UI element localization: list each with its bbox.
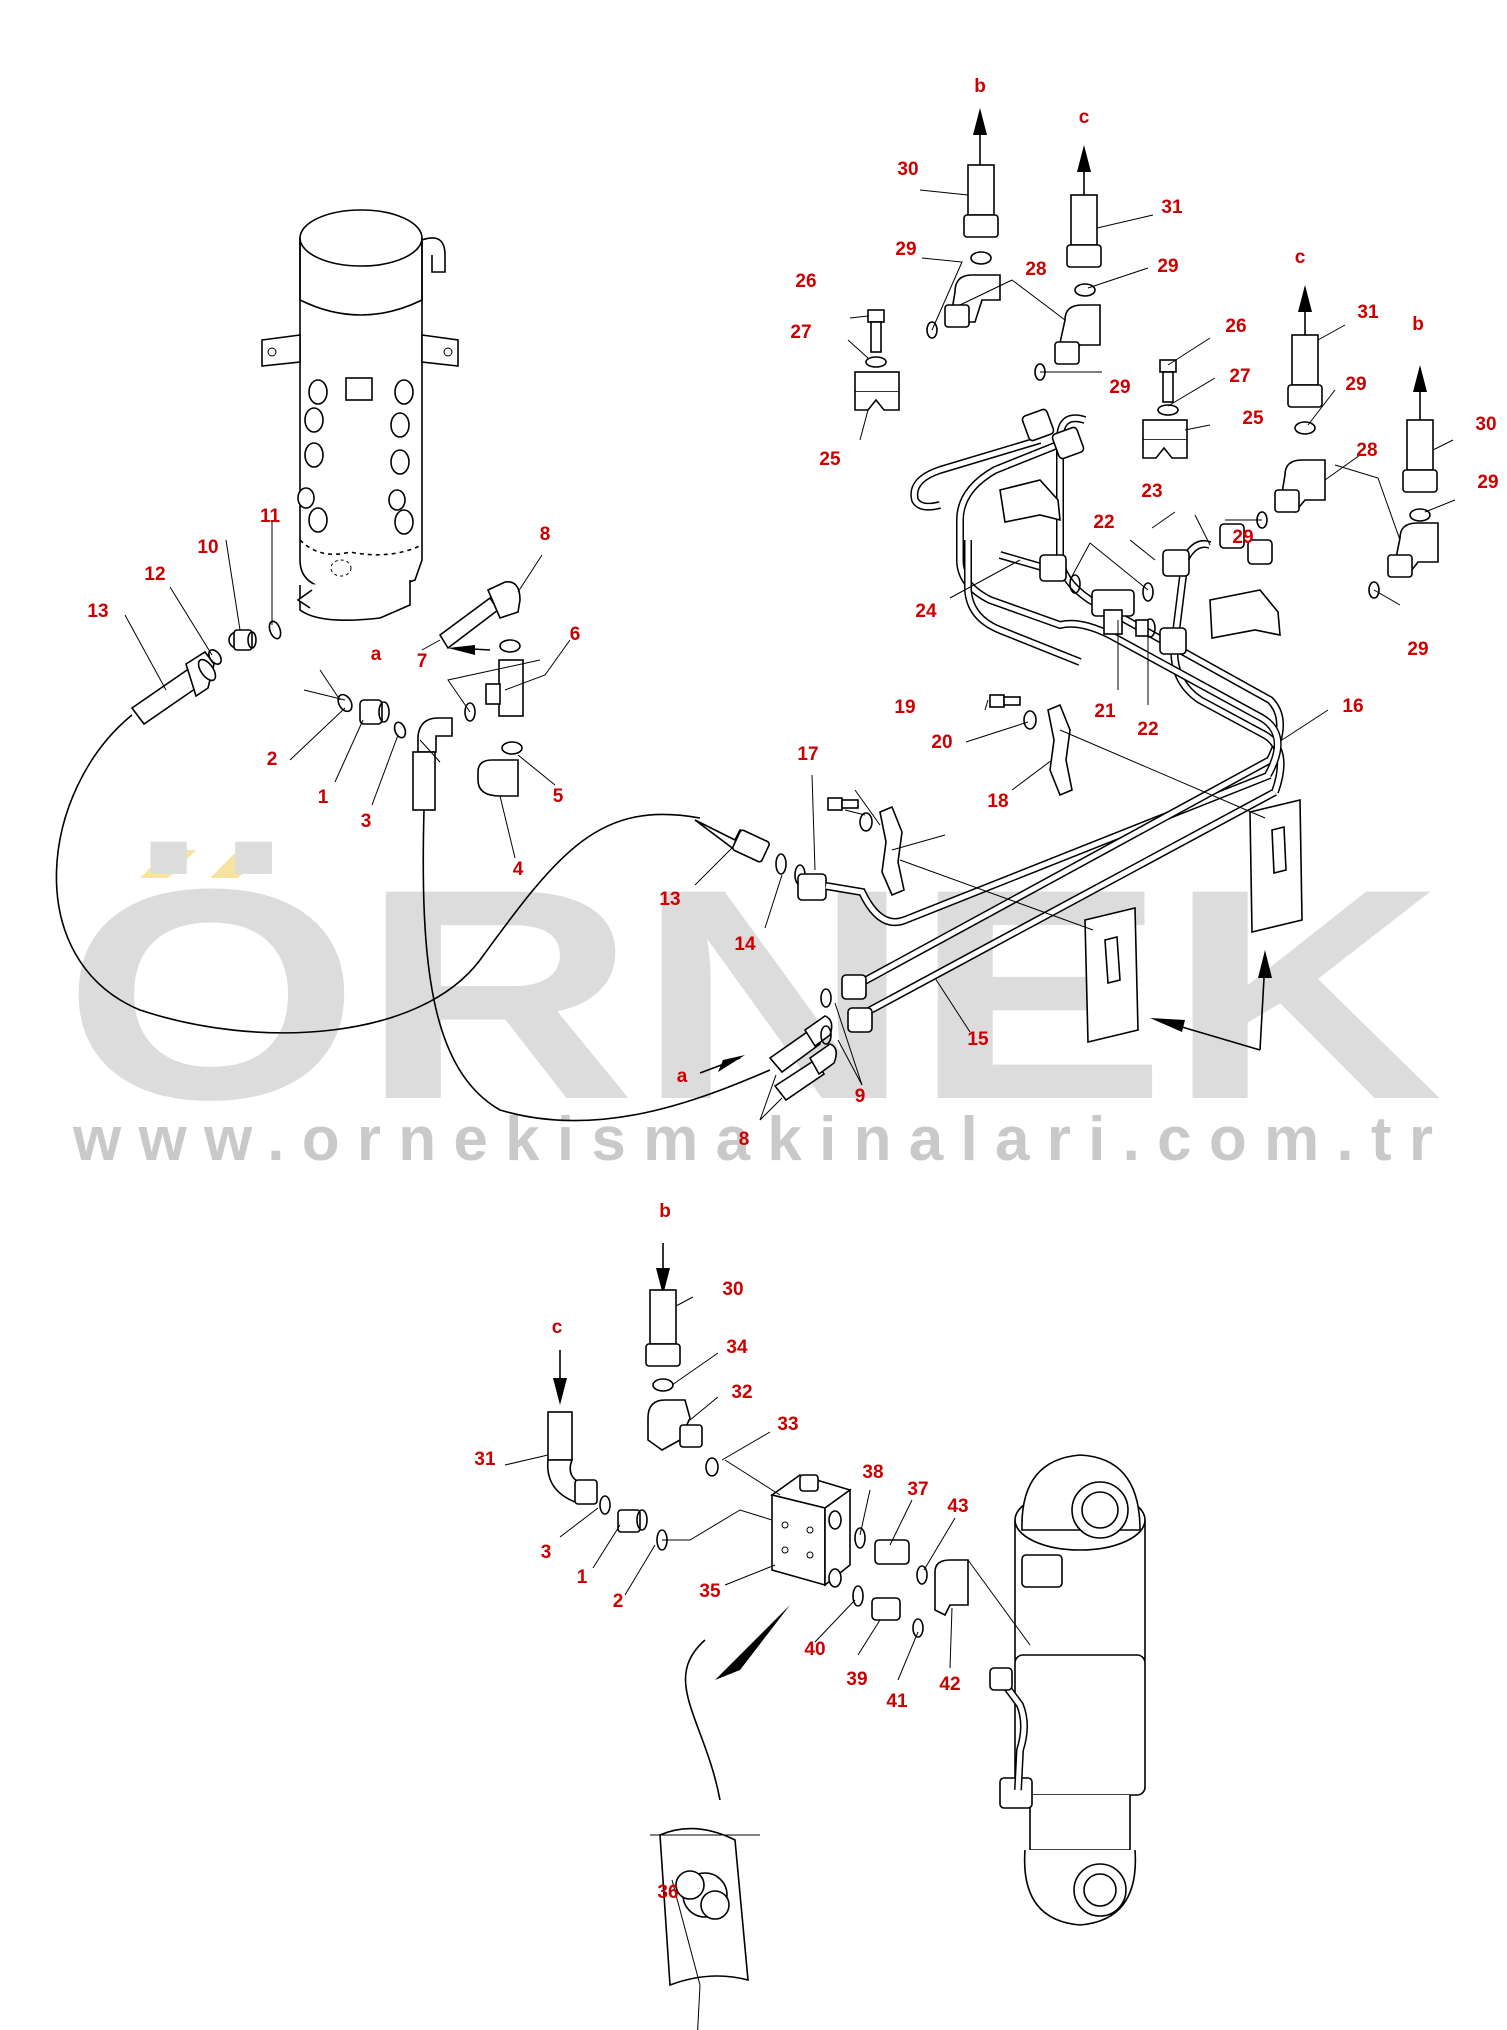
callout-label: 12	[144, 564, 165, 585]
callout-label: 28	[1025, 259, 1046, 280]
watermark: ÖRNEK www.ornekismakinalari.com.tr	[63, 826, 1443, 1174]
callout-label: b	[1412, 314, 1424, 335]
callout-label: 32	[731, 1382, 752, 1403]
callout-label: b	[659, 1201, 671, 1222]
callout-label: 28	[1356, 440, 1377, 461]
callout-label: b	[974, 76, 986, 97]
callout-label: 29	[1109, 377, 1130, 398]
callout-label: 31	[1161, 197, 1183, 218]
callout-label: 21	[1094, 701, 1116, 722]
callout-label: 29	[1345, 374, 1366, 395]
watermark-accent-left	[140, 850, 196, 878]
callout-label: 30	[1475, 414, 1496, 435]
callout-label: 8	[739, 1129, 750, 1150]
callout-label: 29	[895, 239, 916, 260]
callout-label: a	[677, 1066, 688, 1087]
callout-label: 22	[1093, 512, 1114, 533]
callout-label: 25	[1242, 408, 1264, 429]
callout-label: 22	[1137, 719, 1158, 740]
callout-label: 29	[1157, 256, 1178, 277]
callout-label: 3	[541, 1542, 552, 1563]
callout-label: 6	[570, 624, 581, 645]
callout-label: 24	[915, 601, 937, 622]
callout-label: 38	[862, 1462, 883, 1483]
callout-label: 1	[318, 787, 329, 808]
callout-label: 16	[1342, 696, 1363, 717]
callout-label: 33	[777, 1414, 798, 1435]
callout-label: 40	[804, 1639, 825, 1660]
callout-label: 2	[267, 749, 278, 770]
callout-label: 29	[1477, 472, 1498, 493]
callout-label: c	[552, 1317, 563, 1338]
callout-label: 18	[987, 791, 1008, 812]
callout-label: 41	[886, 1691, 908, 1712]
callout-label: 34	[726, 1337, 748, 1358]
callout-label: c	[1079, 107, 1090, 128]
callout-label: 27	[790, 322, 811, 343]
fittings-8-9	[448, 645, 838, 1102]
callout-label: 25	[819, 449, 841, 470]
callout-label: 13	[659, 889, 680, 910]
top-fittings	[854, 108, 1439, 639]
pipe-bundle	[825, 408, 1285, 1033]
callout-label: 39	[846, 1669, 867, 1690]
watermark-brand: ÖRNEK	[63, 826, 1443, 1162]
callout-label: 35	[699, 1581, 721, 1602]
callout-label: 13	[87, 601, 108, 622]
callout-label: 31	[474, 1449, 496, 1470]
callout-label: 17	[797, 744, 818, 765]
callout-label: 27	[1229, 366, 1250, 387]
callout-label: 36	[657, 1882, 678, 1903]
callout-label: 8	[540, 524, 551, 545]
lower-assembly	[546, 1243, 1146, 1987]
callout-label: 30	[897, 159, 918, 180]
long-hoses	[55, 714, 771, 1122]
watermark-accent-right	[210, 850, 266, 878]
callout-label: 5	[553, 786, 564, 807]
callout-label: 1	[577, 1567, 588, 1588]
callout-label: 4	[513, 859, 524, 880]
clamps-middle	[827, 694, 1303, 1051]
callout-label: 29	[1232, 527, 1253, 548]
callout-label: a	[371, 644, 382, 665]
callout-label: 7	[417, 651, 428, 672]
callout-label: 23	[1141, 481, 1162, 502]
callout-label: c	[1295, 247, 1306, 268]
callout-label: 29	[1407, 639, 1428, 660]
callout-label: 14	[734, 934, 756, 955]
callout-label: 9	[855, 1086, 866, 1107]
leader-lines	[124, 189, 1456, 2030]
callout-label: 11	[260, 506, 281, 527]
callout-label: 19	[894, 697, 915, 718]
callout-label: 3	[361, 811, 372, 832]
swivel-joint	[261, 209, 459, 622]
callout-label: 20	[931, 732, 952, 753]
callout-label: 30	[722, 1279, 743, 1300]
left-fittings	[130, 581, 524, 811]
callout-label: 26	[1225, 316, 1246, 337]
centre-hose-fittings	[694, 819, 827, 901]
callout-label: 2	[613, 1591, 624, 1612]
callout-label: 42	[939, 1674, 960, 1695]
callout-label: 37	[907, 1479, 928, 1500]
callout-label: 43	[947, 1496, 968, 1517]
callout-label: 26	[795, 271, 816, 292]
callout-label: 15	[967, 1029, 989, 1050]
callout-label: 31	[1357, 302, 1379, 323]
callout-label: 10	[197, 537, 218, 558]
callout-labels: b c 30 31 29 28 29 26 27 29 25 c 31 b 26…	[87, 76, 1498, 1903]
